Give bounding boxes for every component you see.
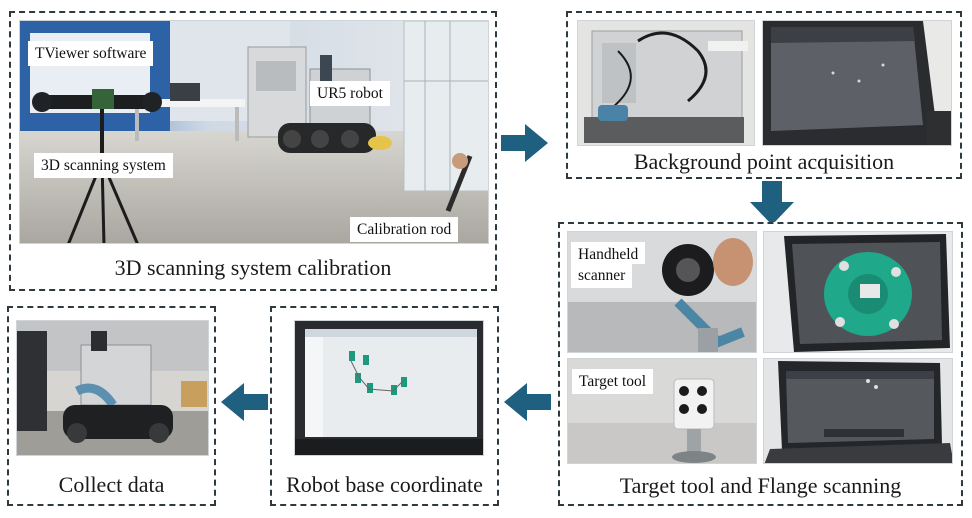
background-photo-laptop	[762, 20, 952, 146]
handheld-scanner-photo: Handheld scanner	[567, 231, 757, 353]
target-flange-panel: Handheld scanner Target tool	[558, 222, 963, 506]
label-tviewer-software: TViewer software	[28, 41, 154, 66]
robot-base-panel: Robot base coordinate	[270, 306, 499, 506]
label-target-tool: Target tool	[572, 369, 654, 394]
collect-data-panel: Collect data	[7, 306, 216, 506]
label-ur5-robot: UR5 robot	[310, 81, 390, 106]
calibration-caption: 3D scanning system calibration	[114, 255, 392, 280]
arrow-down-icon	[750, 181, 794, 225]
collect-data-photo	[16, 320, 209, 456]
collect-data-caption: Collect data	[58, 472, 165, 497]
arrow-left-icon	[503, 383, 551, 421]
laptop-scene	[763, 21, 951, 145]
target-tool-scene	[568, 359, 756, 463]
arrow-right-icon	[501, 124, 549, 162]
target-laptop-photo	[763, 358, 953, 464]
robot-base-scene	[295, 321, 483, 455]
target-laptop-scene	[764, 359, 952, 463]
robot-cabinet-scene	[578, 21, 754, 145]
target-flange-caption: Target tool and Flange scanning	[619, 473, 902, 498]
robot-base-photo	[294, 320, 484, 456]
flange-laptop-photo	[763, 231, 953, 353]
background-panel: Background point acquisition	[566, 11, 962, 179]
label-handheld-line2: scanner	[571, 263, 633, 288]
background-photo-robot	[577, 20, 755, 146]
label-calibration-rod: Calibration rod	[350, 217, 459, 242]
flange-scene	[764, 232, 952, 352]
calibration-scene	[20, 21, 488, 243]
arrow-left-icon-2	[220, 383, 268, 421]
label-handheld-line1: Handheld	[571, 242, 646, 264]
background-caption: Background point acquisition	[633, 149, 895, 174]
label-3d-scanning-system: 3D scanning system	[34, 153, 173, 178]
calibration-panel: TViewer software UR5 robot 3D scanning s…	[9, 11, 497, 291]
target-tool-photo: Target tool	[567, 358, 757, 464]
calibration-photo: TViewer software UR5 robot 3D scanning s…	[19, 20, 489, 244]
robot-base-caption: Robot base coordinate	[286, 472, 483, 497]
collect-scene	[17, 321, 208, 455]
